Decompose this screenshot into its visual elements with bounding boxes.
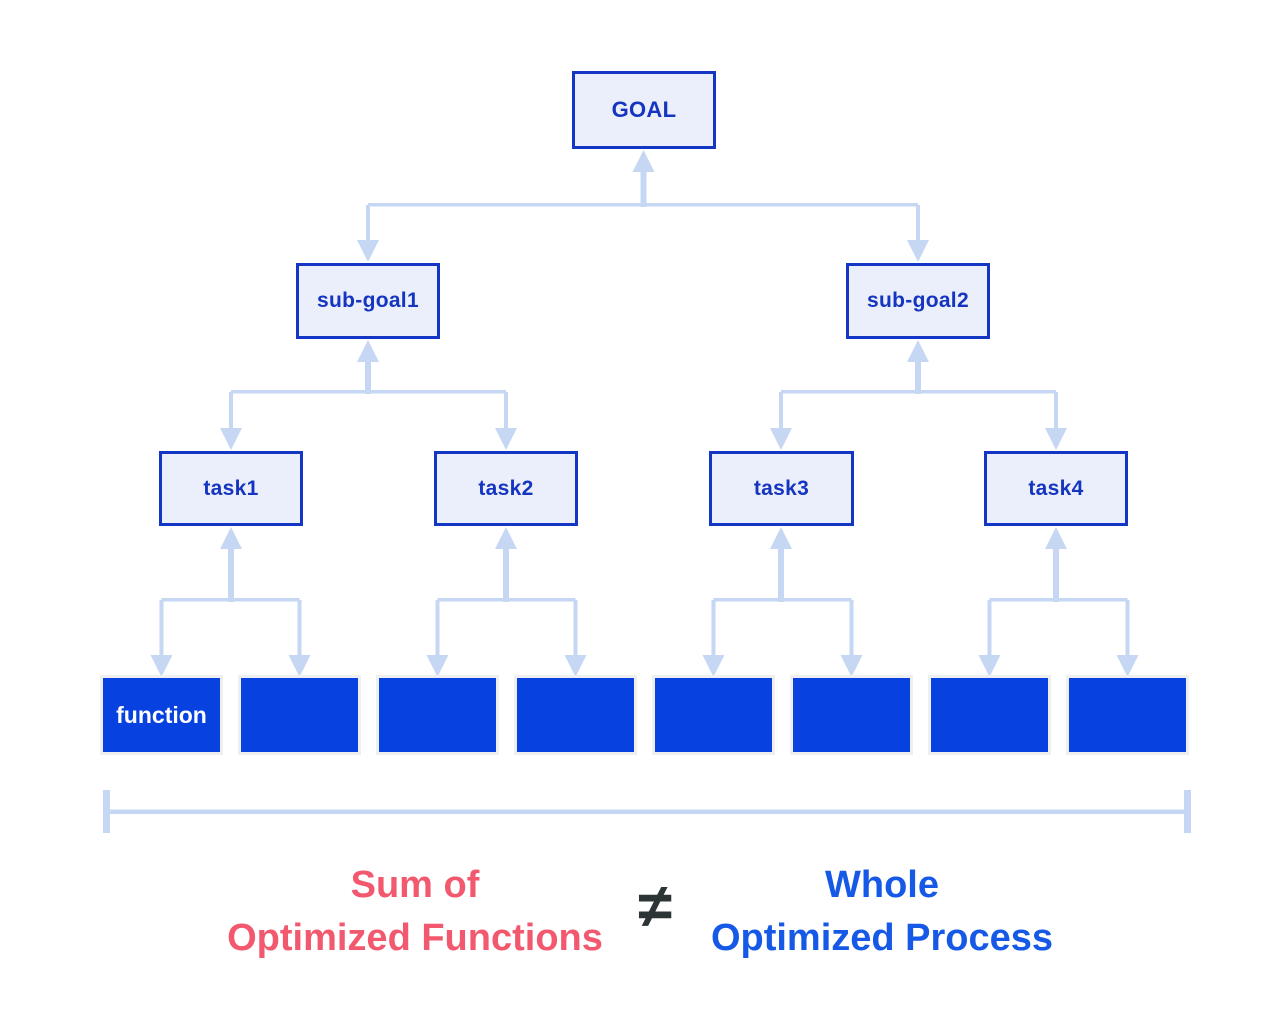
- connector-rail: [161, 598, 300, 602]
- task4-label: task4: [1028, 476, 1084, 500]
- arrowhead-down-icon: [150, 655, 173, 677]
- connector-rail: [989, 598, 1128, 602]
- connector-drop: [916, 205, 920, 241]
- sum-of-functions-line2: Optimized Functions: [227, 917, 603, 959]
- function-box-7: [928, 675, 1051, 755]
- arrowhead-up-icon: [357, 340, 379, 362]
- connector-drop: [229, 392, 233, 429]
- connector-stem: [778, 547, 784, 602]
- sum-of-functions-line1: Sum of: [350, 864, 480, 906]
- arrowhead-down-icon: [357, 240, 379, 262]
- whole-process-line2: Optimized Process: [710, 917, 1054, 959]
- connector-drop: [849, 600, 854, 656]
- connector-drop: [711, 600, 716, 656]
- connector-stem: [915, 360, 921, 394]
- task2-node: task2: [434, 451, 578, 526]
- function-box-4: [514, 675, 637, 755]
- arrowhead-up-icon: [220, 527, 242, 549]
- not-equal-symbol: ≠: [637, 872, 673, 941]
- task1-label: task1: [203, 476, 259, 500]
- arrowhead-up-icon: [632, 150, 655, 172]
- connector-drop: [573, 600, 578, 656]
- task4-node: task4: [984, 451, 1128, 526]
- arrowhead-down-icon: [1116, 655, 1139, 677]
- task3-label: task3: [753, 476, 810, 500]
- connector-drop: [297, 600, 302, 656]
- task1-node: task1: [159, 451, 303, 526]
- subgoal1-label: sub-goal1: [317, 289, 419, 312]
- arrowhead-down-icon: [288, 655, 311, 677]
- arrowhead-down-icon: [564, 655, 587, 677]
- arrowhead-down-icon: [840, 655, 863, 677]
- arrowhead-down-icon: [220, 428, 242, 450]
- connector-rail: [713, 598, 852, 602]
- connector-rail: [781, 390, 1056, 394]
- bracket-left-cap: [103, 790, 110, 833]
- connector-stem: [228, 547, 234, 602]
- whole-process-line1: Whole: [825, 864, 939, 906]
- connector-drop: [1054, 392, 1058, 429]
- connector-drop: [435, 600, 440, 656]
- subgoal2-node: sub-goal2: [846, 263, 990, 339]
- connector-drop: [779, 392, 783, 429]
- function-box-2: [238, 675, 361, 755]
- connector-drop: [159, 600, 164, 656]
- arrowhead-down-icon: [702, 655, 725, 677]
- task2-label: task2: [478, 476, 534, 500]
- arrowhead-up-icon: [495, 527, 517, 549]
- function-box-5: [652, 675, 775, 755]
- bracket-line: [105, 809, 1188, 814]
- whole-process-label: Whole Optimized Process: [684, 859, 1080, 965]
- subgoal2-label: sub-goal2: [867, 289, 969, 312]
- connector-stem: [1053, 547, 1059, 602]
- arrowhead-down-icon: [978, 655, 1001, 677]
- connector-drop: [366, 205, 370, 241]
- function-box-8: [1066, 675, 1189, 755]
- connector-rail: [437, 598, 576, 602]
- task3-node: task3: [709, 451, 854, 526]
- connector-stem: [365, 360, 371, 394]
- connector-rail: [368, 203, 918, 207]
- arrowhead-down-icon: [770, 428, 792, 450]
- arrowhead-down-icon: [426, 655, 449, 677]
- arrowhead-down-icon: [1045, 428, 1067, 450]
- connector-drop: [1125, 600, 1130, 656]
- function-box-1-label: function: [116, 701, 207, 728]
- arrowhead-up-icon: [907, 340, 929, 362]
- goal-node: GOAL: [572, 71, 716, 149]
- function-box-6: [790, 675, 913, 755]
- arrowhead-up-icon: [770, 527, 792, 549]
- subgoal1-node: sub-goal1: [296, 263, 440, 339]
- connector-stem: [503, 547, 509, 602]
- not-equal-sign: ≠: [597, 868, 713, 946]
- function-box-1: function: [100, 675, 223, 755]
- bracket-right-cap: [1184, 790, 1191, 833]
- sum-of-functions-label: Sum of Optimized Functions: [115, 859, 715, 965]
- arrowhead-down-icon: [495, 428, 517, 450]
- connector-drop: [504, 392, 508, 429]
- connector-stem: [640, 170, 647, 207]
- arrowhead-down-icon: [907, 240, 929, 262]
- arrowhead-up-icon: [1045, 527, 1067, 549]
- function-box-3: [376, 675, 499, 755]
- connector-drop: [987, 600, 992, 656]
- connector-rail: [231, 390, 506, 394]
- goal-label: GOAL: [611, 97, 677, 122]
